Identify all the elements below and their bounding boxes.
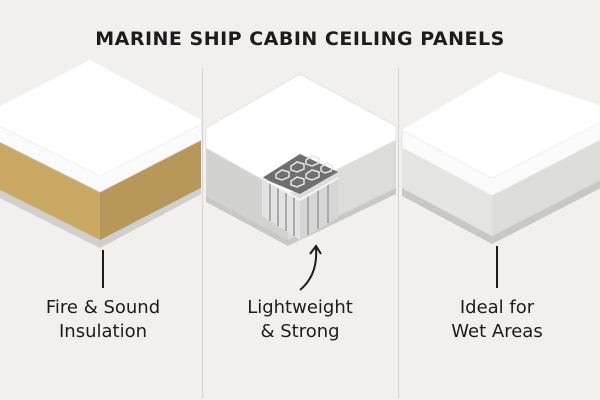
page-title: MARINE SHIP CABIN CEILING PANELS [95, 28, 505, 50]
label-fire-sound: Fire & Sound Insulation [3, 296, 203, 344]
panel-honeycomb [205, 73, 397, 291]
mineral-wool-core [0, 142, 100, 240]
label-wet-areas: Ideal for Wet Areas [397, 296, 597, 344]
label-line: Insulation [58, 321, 147, 342]
label-line: Wet Areas [451, 321, 543, 342]
divider [202, 68, 203, 398]
label-line: Ideal for [459, 297, 535, 318]
label-line: Lightweight [247, 297, 353, 318]
panel-wet-areas [401, 72, 600, 244]
arrow-icon [299, 247, 318, 291]
label-line: Fire & Sound [45, 297, 161, 318]
honeycomb-core [262, 154, 338, 194]
panel-fire-sound [0, 60, 201, 248]
label-line: & Strong [260, 321, 340, 342]
divider [398, 68, 399, 398]
label-lightweight: Lightweight & Strong [200, 296, 400, 344]
